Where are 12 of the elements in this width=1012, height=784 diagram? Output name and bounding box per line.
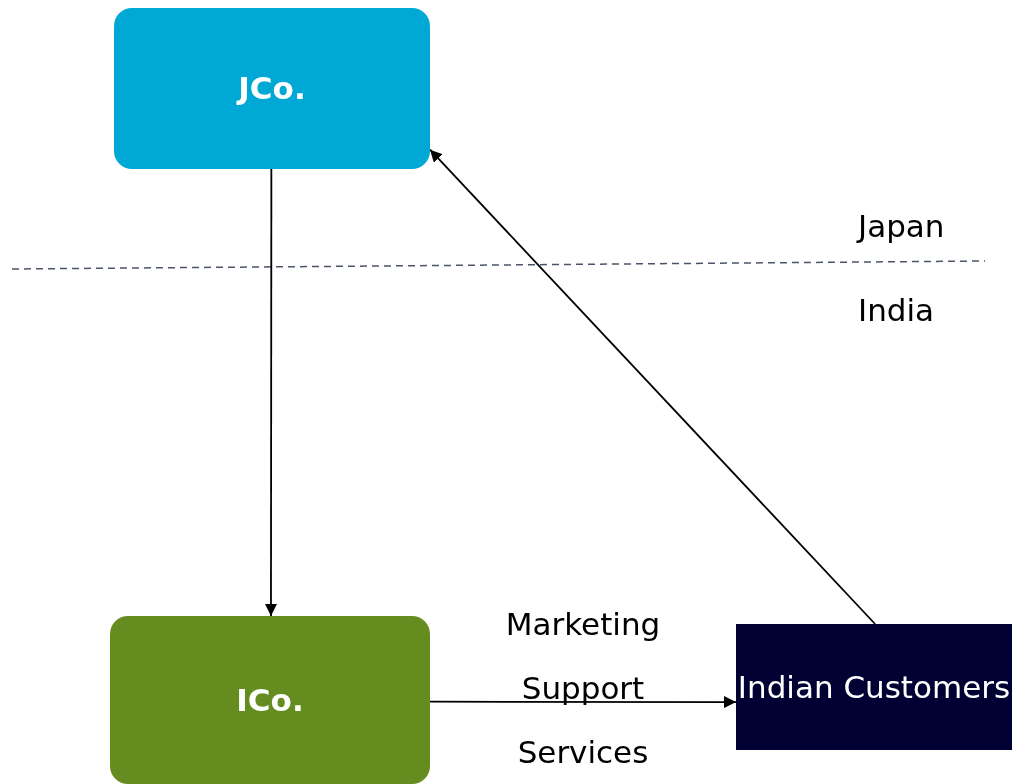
box-label: JCo. xyxy=(238,69,306,109)
edge-label: Marketing Support Services xyxy=(504,604,662,772)
box-label: Indian Customers xyxy=(737,667,1011,707)
region-label: Japan xyxy=(858,208,945,244)
box-label: ICo. xyxy=(236,680,304,720)
process-box xyxy=(114,8,430,169)
arrow xyxy=(264,168,277,617)
process-box xyxy=(110,616,430,784)
region-label: India xyxy=(858,292,935,328)
process-box xyxy=(736,624,1012,750)
arrow xyxy=(429,696,737,709)
arrow xyxy=(429,148,876,625)
